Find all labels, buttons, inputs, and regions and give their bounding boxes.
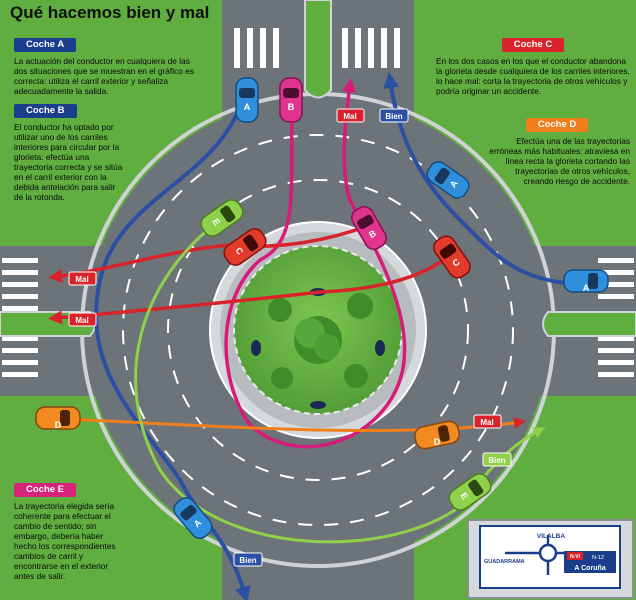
car-e-north-letter: E [210, 217, 222, 228]
label-bien-south: Bien [233, 552, 263, 567]
sign-road-name: N-VI [570, 554, 581, 560]
path-coche-e [134, 218, 470, 544]
path-coche-d [43, 416, 526, 433]
card-coche-d-text: Efectúa una de las trayectorias erróneas… [489, 136, 630, 186]
card-coche-c-label: Coche C [501, 38, 565, 52]
car-b-inner-letter: B [367, 228, 378, 240]
label-bien-north: Bien [379, 108, 409, 123]
card-coche-c-text: En los dos casos en los que el conductor… [436, 56, 630, 96]
label-bien-east: Bien [482, 452, 512, 467]
path-coche-a-east [383, 72, 602, 287]
lane-markings [122, 134, 514, 526]
car-b-inner: B [351, 205, 387, 251]
label-mal-north: Mal [336, 108, 365, 123]
card-coche-a-label: Coche A [14, 38, 77, 52]
sign-destination: A Coruña [574, 565, 605, 572]
car-b-north: B [279, 77, 303, 123]
crosswalk-north [234, 28, 400, 68]
page-title: Qué hacemos bien y mal [10, 3, 210, 22]
car-e-north: E [200, 199, 244, 237]
car-c-west-letter: C [233, 245, 245, 256]
path-labels: Mal Bien Mal Mal Mal Bien Bien [68, 108, 512, 567]
car-a-north-letter: A [244, 102, 251, 112]
label-mal-west-2-text: Mal [75, 316, 88, 325]
car-d-east-letter: D [434, 437, 441, 447]
label-mal-east-text: Mal [480, 418, 493, 427]
car-d-west-letter: D [55, 420, 62, 430]
sign-left-destination: GUADARRAMA [484, 559, 525, 565]
car-d-east: D [414, 420, 460, 450]
label-bien-east-text: Bien [488, 456, 505, 465]
car-c-west: C [223, 228, 267, 266]
label-bien-south-text: Bien [239, 556, 256, 565]
crosswalk-east [598, 258, 634, 377]
card-coche-d: Coche D Efectúa una de las trayectorias … [484, 118, 630, 186]
path-coche-b [224, 78, 407, 449]
path-coche-c-2 [48, 253, 452, 325]
car-c-east-letter: C [450, 256, 461, 268]
car-c-east: C [433, 235, 471, 279]
label-mal-west-2: Mal [68, 312, 97, 327]
card-coche-b-text: El conductor ha optado por utilizar uno … [14, 122, 123, 202]
car-b-north-letter: B [288, 102, 295, 112]
car-a-east-upper-letter: A [448, 178, 460, 189]
car-a-east-entry-letter: A [583, 283, 590, 293]
card-coche-e: Coche E La trayectoria elegida sería coh… [14, 483, 126, 581]
card-coche-a: Coche A La actuación del conductor en cu… [14, 38, 200, 96]
sign-road-code: N-12 [592, 555, 604, 561]
card-coche-b-label: Coche B [14, 104, 77, 118]
card-coche-e-label: Coche E [14, 483, 77, 497]
card-coche-a-text: La actuación del conductor en cualquiera… [14, 56, 194, 96]
label-mal-east: Mal [473, 414, 502, 429]
car-a-north: A [235, 77, 259, 123]
car-e-south-letter: E [458, 491, 470, 502]
car-a-south: A [173, 497, 213, 539]
label-bien-north-text: Bien [385, 112, 402, 121]
card-coche-e-text: La trayectoria elegida sería coherente p… [14, 501, 116, 581]
label-mal-west-1-text: Mal [75, 275, 88, 284]
card-coche-d-label: Coche D [525, 118, 589, 132]
crosswalk-west [2, 258, 38, 377]
card-coche-b: Coche B El conductor ha optado por utili… [14, 104, 126, 202]
car-a-south-letter: A [192, 517, 204, 529]
card-coche-c: Coche C En los dos casos en los que el c… [436, 38, 630, 96]
central-island [209, 221, 427, 439]
road-sign: VILALBA GUADARRAMA N-12 N-VI A Coruña [467, 519, 634, 599]
sign-top-destination: VILALBA [537, 533, 565, 540]
label-mal-west-1: Mal [68, 271, 97, 286]
car-a-east-upper: A [426, 161, 470, 199]
label-mal-north-text: Mal [343, 112, 356, 121]
car-d-west: D [35, 406, 81, 430]
car-e-south: E [448, 473, 492, 511]
car-a-east-entry: A [563, 269, 609, 293]
cars: A B A A B C C [35, 77, 609, 539]
